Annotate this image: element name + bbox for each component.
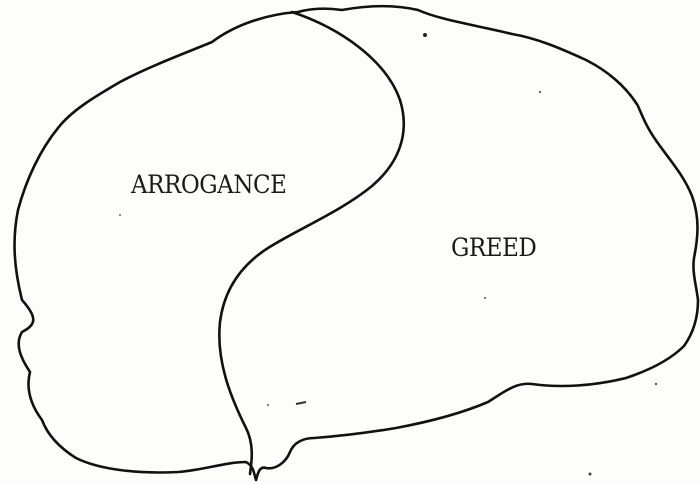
speck [539, 91, 541, 93]
greed-label: GREED [451, 233, 536, 262]
arrogance-label: ARROGANCE [131, 170, 286, 199]
region-divider [219, 12, 403, 474]
speck [296, 402, 306, 404]
speck [484, 297, 486, 299]
speck [423, 33, 427, 37]
speck [655, 383, 657, 385]
brain-outline [15, 6, 698, 480]
speck [119, 214, 121, 216]
speck [267, 404, 269, 406]
speck [589, 473, 592, 476]
